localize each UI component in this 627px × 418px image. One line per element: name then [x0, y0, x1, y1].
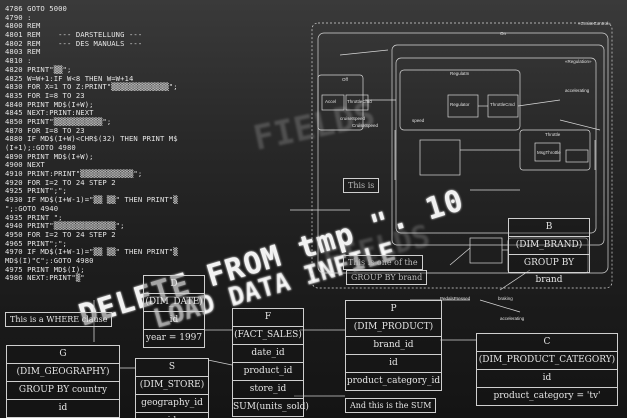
group-by-faint: GROUP BY brand: [346, 270, 428, 285]
code-line: 4830 FOR X=1 TO Z:PRINT"▒▒▒▒▒▒▒▒▒▒▒▒▒";: [5, 82, 178, 92]
table-name: (DIM_STORE): [136, 376, 208, 394]
code-line: 4840 PRINT MD$(I+W);: [5, 99, 94, 109]
pedals-pressed-label: PedalsPressed: [440, 296, 471, 301]
table-row: year = 1997: [144, 329, 204, 347]
table-row: GROUP BY brand: [509, 254, 589, 285]
code-line: 4920 FOR I=2 TO 24 STEP 2: [5, 177, 116, 187]
regulation-label: «Regulation»: [565, 59, 592, 64]
code-line: (I+1);:GOTO 4980: [5, 143, 76, 152]
table-row: id: [477, 369, 617, 387]
table-name: (DIM_PRODUCT): [346, 318, 441, 336]
accel-label: Accel: [325, 99, 337, 104]
table-name: (DIM_DATE): [144, 293, 204, 311]
code-line: 4880 IF MD$(I+W)<CHR$(32) THEN PRINT M$: [5, 134, 178, 144]
table-dim-brand: B (DIM_BRAND) GROUP BY brand: [508, 218, 590, 285]
code-line: 4835 FOR I=8 TO 23: [5, 90, 85, 100]
code-line: 4870 FOR I=8 TO 23: [5, 125, 85, 135]
table-row: GROUP BY country: [7, 381, 119, 399]
table-row: brand_id: [346, 336, 441, 354]
table-row: product_category = 'tv': [477, 387, 617, 405]
table-row: store_id: [233, 380, 303, 398]
code-line: 4940 PRINT"▒▒▒▒▒▒▒▒▒▒▒▒▒▒";: [5, 221, 125, 231]
code-line: 4850 PRINT"▒▒▒▒▒▒▒▒▒▒▒";: [5, 116, 112, 126]
code-line: 4810 :: [5, 56, 32, 66]
code-line: 4845 NEXT:PRINT:NEXT: [5, 108, 94, 118]
code-line: 4802 REM --- DES MANUALS ---: [5, 38, 143, 48]
code-line: 4935 PRINT ";: [5, 212, 63, 222]
speed-label: speed: [412, 118, 425, 123]
table-dim-product-category: C (DIM_PRODUCT_CATEGORY) id product_cate…: [476, 333, 618, 406]
code-line: 4970 IF MD$(I+W-1)="▒▒ ▒▒" THEN PRINT"▒: [5, 247, 178, 257]
table-row: SUM(units_sold): [233, 398, 309, 416]
table-dim-store: S (DIM_STORE) geography_id id: [135, 358, 209, 418]
regulator-label: Regulator: [450, 102, 470, 107]
code-line: MD$(I)"C";:GOTO 4980: [5, 255, 94, 265]
table-letter: G: [59, 349, 67, 359]
table-letter: P: [390, 304, 397, 314]
table-row: date_id: [233, 344, 303, 362]
accelerating-label: accelerating: [565, 88, 590, 93]
table-name: (FACT_SALES): [233, 326, 303, 344]
sum-label: And this is the SUM: [345, 398, 437, 413]
braking-label: braking: [498, 296, 513, 301]
regulatin-label: RegulatIn: [450, 71, 470, 76]
this-is-one-label: This is one of the: [343, 255, 423, 270]
throttle-cmd-label: ThrottleCmd: [347, 99, 372, 104]
code-line: 4800 REM: [5, 21, 41, 31]
table-row: id: [346, 354, 441, 372]
code-line: ";:GOTO 4940: [5, 203, 59, 213]
code-line: 4820 PRINT"▒▒";: [5, 64, 72, 74]
code-line: 4925 PRINT";";: [5, 186, 67, 196]
table-name: (DIM_BRAND): [509, 236, 589, 254]
this-is-label: This is: [343, 178, 380, 193]
table-row: id: [7, 399, 119, 417]
table-letter: B: [545, 222, 553, 232]
msg-throttle-label: MsgThrottle: [537, 150, 561, 155]
code-line: 4801 REM --- DARSTELLUNG ---: [5, 30, 143, 40]
off-label: Off: [342, 77, 348, 82]
code-line: 4910 PRINT:PRINT"▒▒▒▒▒▒▒▒▒▒▒▒";: [5, 169, 143, 179]
table-letter: F: [264, 312, 272, 322]
code-line: 4950 FOR I=2 TO 24 STEP 2: [5, 229, 116, 239]
table-letter: D: [170, 279, 178, 289]
code-line: 4965 PRINT";";: [5, 238, 67, 248]
table-row: geography_id: [136, 394, 208, 412]
accelerating2-label: accelerating: [500, 316, 525, 321]
on-label: On: [500, 31, 507, 36]
where-clause-label: This is a WHERE clause: [5, 312, 113, 327]
code-line: 4975 PRINT MD$(I);: [5, 264, 85, 274]
table-name: (DIM_PRODUCT_CATEGORY): [477, 351, 617, 369]
code-line: 4786 GOTO 5000: [5, 4, 67, 13]
code-line: 4930 IF MD$(I+W-1)="▒▒ ▒▒" THEN PRINT"▒: [5, 195, 178, 205]
table-dim-date: D (DIM_DATE) id year = 1997: [143, 275, 205, 348]
cruise-speed2-label: CruiseSpeed: [352, 123, 379, 128]
code-line: 4986 NEXT:PRINT"▒": [5, 273, 85, 283]
code-line: 4803 REM: [5, 47, 41, 57]
table-row: product_id: [233, 362, 303, 380]
code-line: 4900 NEXT: [5, 160, 45, 170]
cruise-control-label: «CruiseControl»: [578, 21, 611, 26]
code-line: 4890 PRINT MD$(I+W);: [5, 151, 94, 161]
cruise-speed-label: cruiseSpeed: [340, 116, 366, 121]
table-dim-geography: G (DIM_GEOGRAPHY) GROUP BY country id: [6, 345, 120, 418]
table-letter: C: [543, 337, 551, 347]
table-letter: S: [168, 362, 176, 372]
table-row: product_category_id: [346, 372, 441, 390]
table-row: id: [136, 412, 208, 418]
table-name: (DIM_GEOGRAPHY): [7, 363, 119, 381]
table-fact-sales: F (FACT_SALES) date_id product_id store_…: [232, 308, 309, 417]
code-line: 4790 :: [5, 12, 32, 22]
throttle-cmd2-label: ThrottleCmd: [490, 102, 515, 107]
code-line: 4825 W=W+1:IF W<8 THEN W=W+14: [5, 73, 134, 83]
table-dim-product: P (DIM_PRODUCT) brand_id id product_cate…: [345, 300, 442, 391]
table-row: id: [144, 311, 204, 329]
throttle-label: Throttle: [545, 132, 561, 137]
